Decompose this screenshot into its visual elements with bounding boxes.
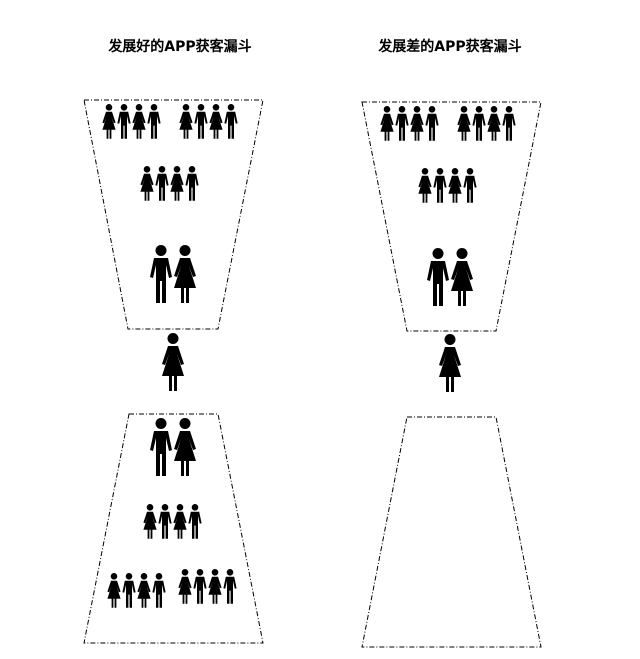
- left-funnel-title: 发展好的APP获客漏斗: [108, 39, 252, 55]
- right-top-row-4: [418, 168, 477, 203]
- left-funnel: [83, 99, 264, 644]
- right-funnel-top-trapezoid: [361, 101, 542, 332]
- left-bottom-row-8: [107, 569, 237, 608]
- left-top-row-4: [140, 166, 199, 201]
- right-center-person: [439, 334, 461, 392]
- right-funnel-title: 发展差的APP获客漏斗: [378, 39, 522, 55]
- left-funnel-bottom-trapezoid: [83, 413, 264, 644]
- right-funnel-bottom-trapezoid: [361, 416, 542, 648]
- left-top-row-2: [150, 245, 196, 303]
- left-bottom-row-2: [150, 418, 196, 476]
- left-funnel-top-trapezoid: [83, 99, 264, 330]
- left-center-person: [162, 333, 184, 391]
- right-funnel: [361, 101, 542, 648]
- left-top-row-8: [102, 104, 238, 139]
- right-top-row-8: [380, 106, 516, 141]
- left-bottom-row-4: [143, 504, 202, 539]
- right-top-row-2: [427, 248, 473, 306]
